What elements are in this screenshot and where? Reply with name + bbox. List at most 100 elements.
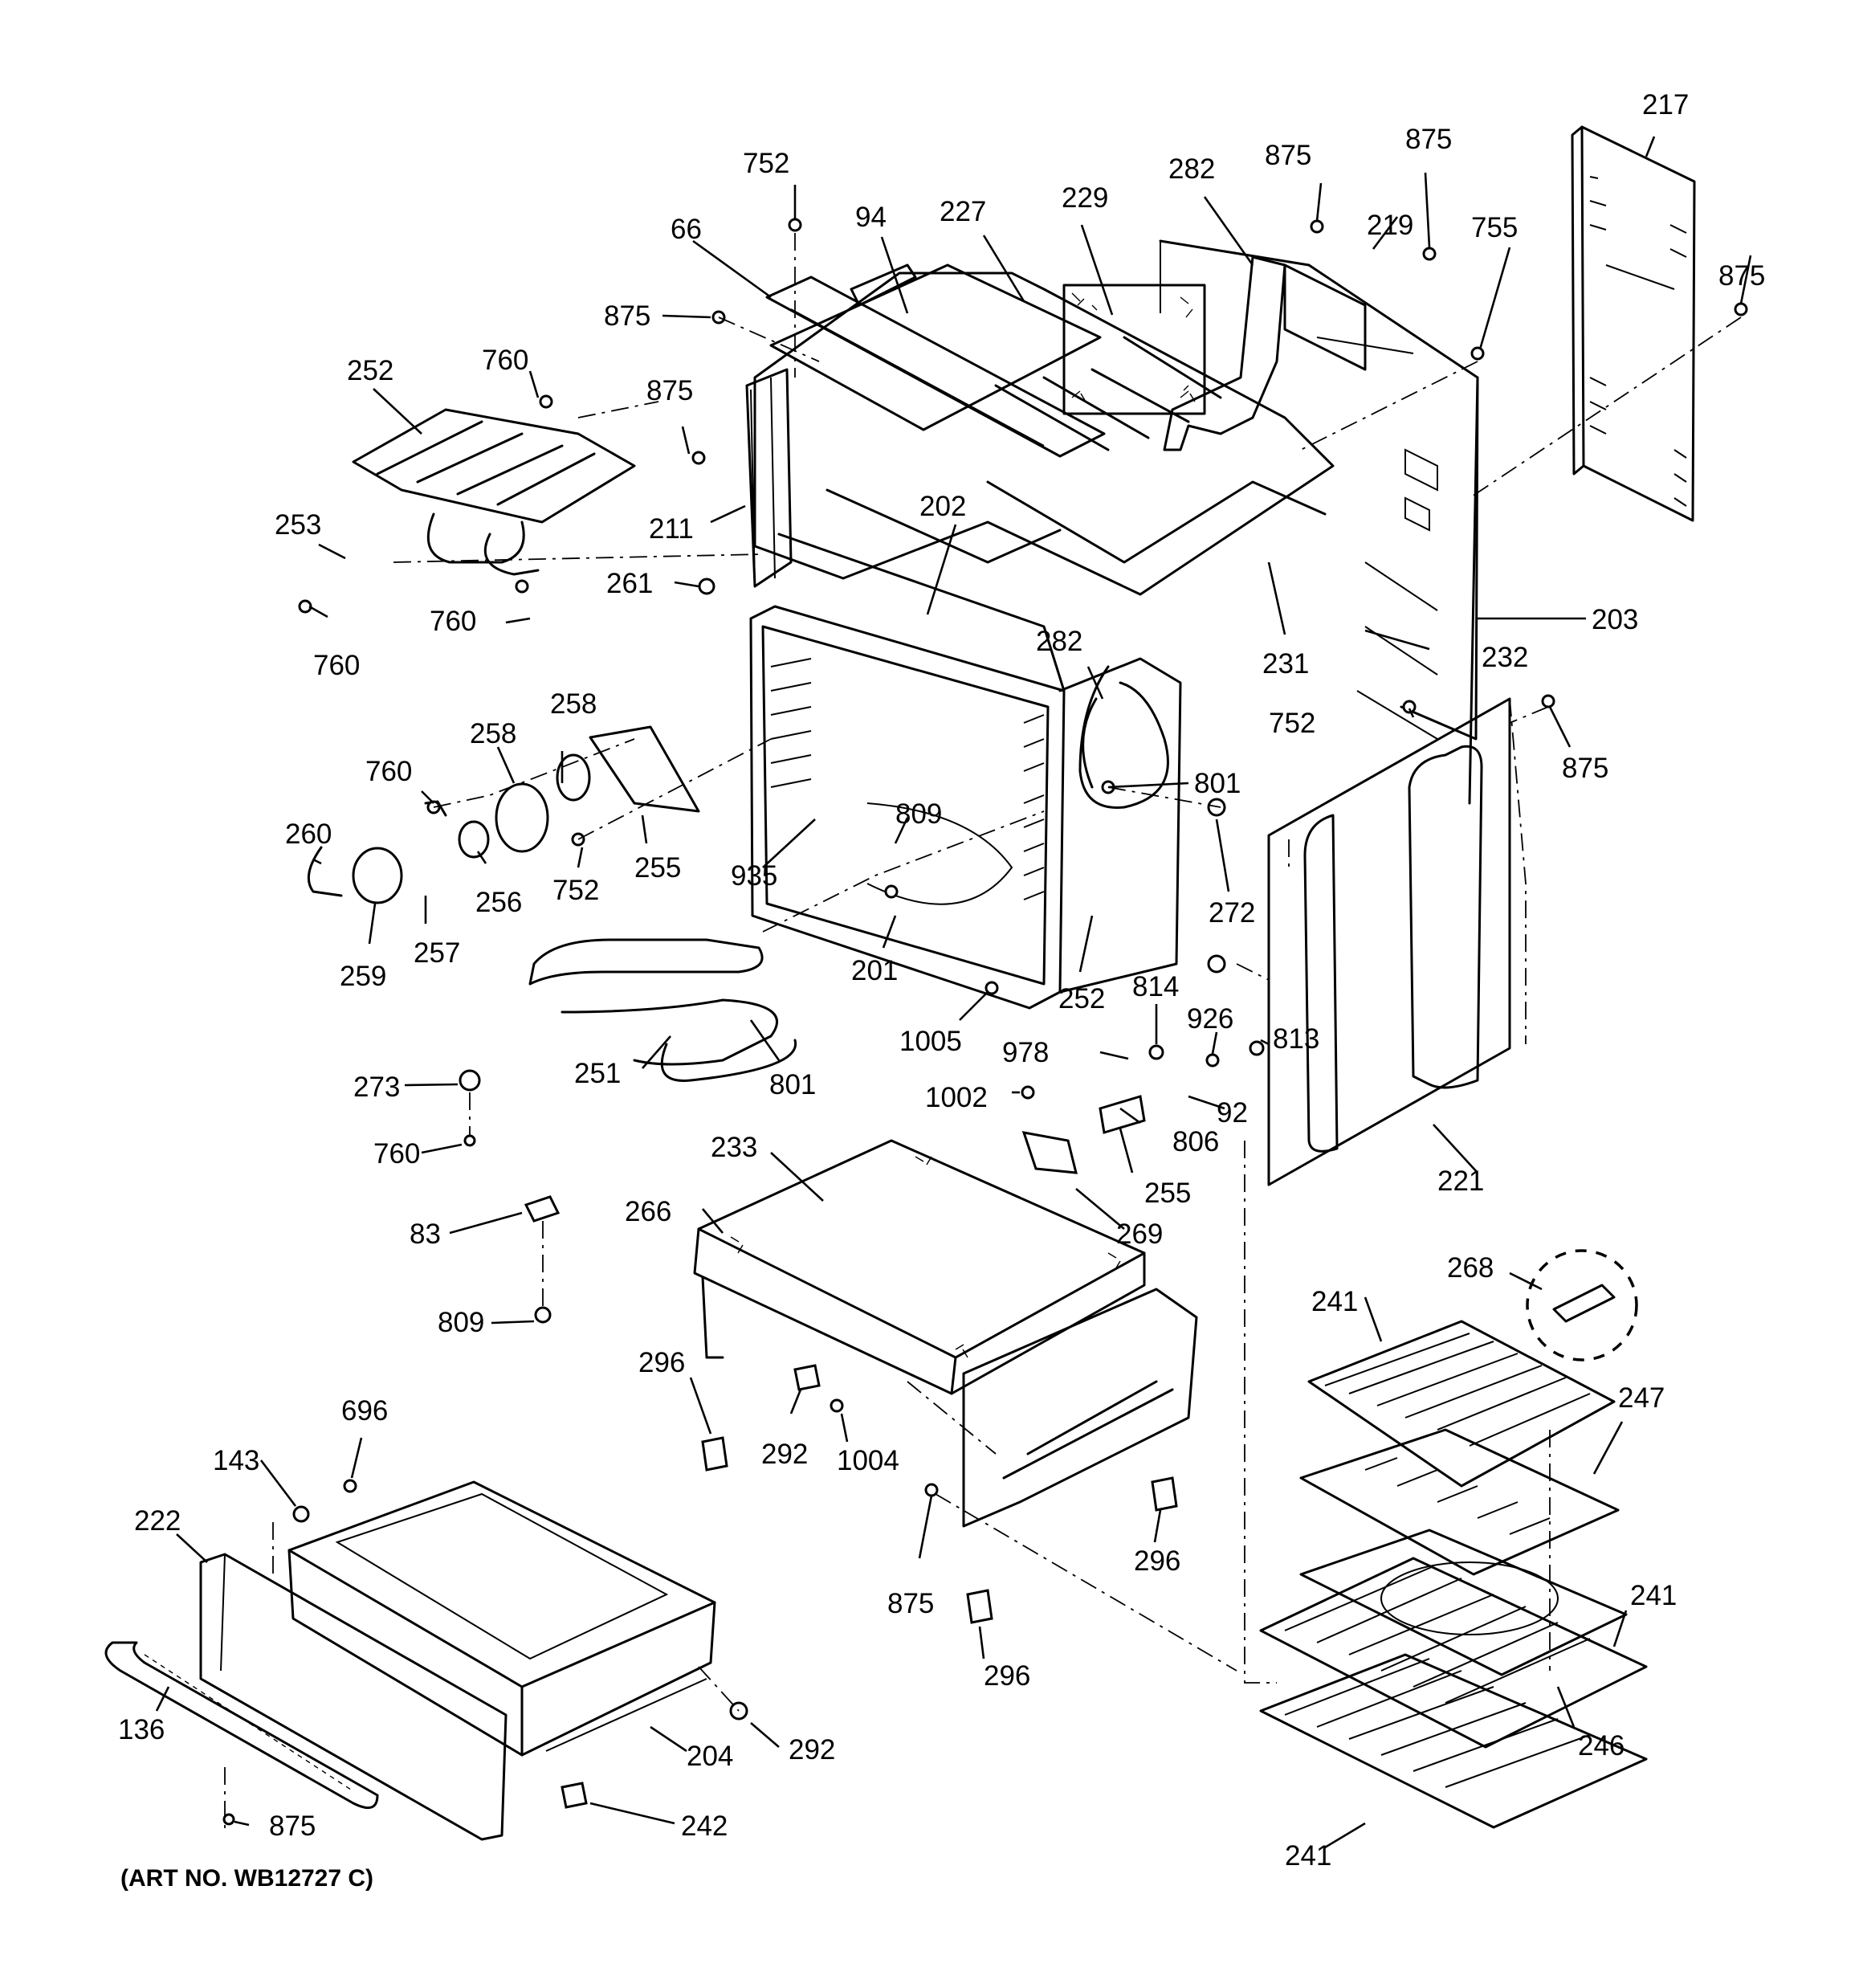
callout-204: 204 [687, 1741, 733, 1772]
callout-252a: 252 [347, 355, 393, 386]
callout-251: 251 [574, 1058, 621, 1089]
callout-211: 211 [649, 513, 694, 545]
callout-282a: 282 [1168, 153, 1215, 185]
callout-875f: 875 [1562, 753, 1608, 784]
callout-221: 221 [1437, 1165, 1484, 1197]
wire-harness-282 [1078, 665, 1169, 809]
callout-752a: 752 [743, 148, 789, 179]
callout-241c: 241 [1285, 1840, 1331, 1872]
callout-241a: 241 [1311, 1286, 1358, 1317]
drawer-front-222 [199, 1553, 508, 1841]
callout-809b: 809 [438, 1307, 484, 1338]
drawer-bay-266 [693, 1139, 1198, 1528]
callout-255a: 255 [634, 852, 681, 884]
frame-outline [1244, 698, 1527, 1684]
callout-1004: 1004 [837, 1445, 899, 1476]
callout-246: 246 [1578, 1730, 1625, 1761]
callout-755: 755 [1471, 212, 1518, 243]
callout-1002: 1002 [925, 1082, 988, 1113]
callout-814: 814 [1132, 971, 1179, 1002]
art-number-label: (ART NO. WB12727 C) [120, 1865, 374, 1892]
callout-926: 926 [1187, 1003, 1233, 1035]
callout-875d: 875 [604, 300, 650, 332]
callout-813: 813 [1273, 1023, 1319, 1055]
callout-92: 92 [1217, 1097, 1248, 1129]
callout-1005: 1005 [899, 1026, 962, 1057]
callout-266: 266 [625, 1196, 671, 1227]
callout-202: 202 [919, 491, 966, 522]
callout-231: 231 [1262, 648, 1309, 680]
callout-296a: 296 [638, 1347, 685, 1378]
callout-256: 256 [475, 887, 522, 918]
callout-875g: 875 [887, 1588, 934, 1619]
callout-760c: 760 [313, 650, 360, 681]
callout-217a: 217 [1642, 89, 1689, 120]
callout-247: 247 [1618, 1382, 1665, 1414]
storage-drawer-204 [287, 1480, 716, 1757]
callout-241b: 241 [1630, 1580, 1677, 1611]
callout-282b: 282 [1036, 626, 1082, 657]
callout-201: 201 [851, 955, 898, 986]
callout-273: 273 [353, 1072, 400, 1103]
callout-292a: 292 [761, 1439, 808, 1470]
callout-94: 94 [855, 202, 887, 233]
callout-232: 232 [1482, 642, 1528, 673]
callout-229: 229 [1062, 182, 1108, 214]
leader-dashed-drawer [224, 1522, 274, 1831]
callout-296c: 296 [984, 1660, 1030, 1692]
callout-258b: 258 [550, 688, 597, 720]
callout-253: 253 [275, 509, 321, 541]
side-panel-217 [1571, 125, 1696, 522]
callout-259: 259 [340, 961, 386, 992]
callout-272: 272 [1209, 897, 1255, 929]
oven-racks-241 [1259, 1320, 1648, 1829]
callout-292b: 292 [789, 1734, 835, 1766]
convection-parts [307, 725, 700, 904]
callout-222: 222 [134, 1505, 181, 1537]
light-cover-268 [1526, 1249, 1638, 1361]
callout-875c: 875 [1718, 260, 1765, 292]
callout-875h: 875 [269, 1810, 316, 1842]
callout-257: 257 [414, 937, 460, 969]
callout-219: 219 [1367, 210, 1413, 241]
top-assembly [753, 263, 1335, 596]
callout-801a: 801 [1194, 768, 1241, 799]
callout-252b: 252 [1058, 983, 1105, 1014]
callout-242: 242 [681, 1810, 728, 1842]
callout-260: 260 [285, 818, 332, 850]
callout-136: 136 [118, 1714, 165, 1745]
back-wall-203 [1159, 239, 1479, 805]
callout-268: 268 [1447, 1252, 1494, 1284]
callout-809a: 809 [895, 798, 942, 830]
callout-875e: 875 [646, 375, 693, 406]
oven-liner-201 [749, 533, 1182, 1010]
callout-296b: 296 [1134, 1545, 1180, 1577]
callout-760b: 760 [430, 606, 476, 637]
broil-element-252 [352, 408, 636, 576]
callout-233: 233 [711, 1132, 757, 1163]
callout-203: 203 [1592, 604, 1638, 635]
callout-760d: 760 [365, 756, 412, 787]
callout-801b: 801 [769, 1069, 816, 1100]
bracket-66 [765, 276, 1106, 458]
drawer-handle-136 [104, 1641, 379, 1810]
fasteners [222, 218, 1748, 1826]
callout-875a: 875 [1265, 140, 1311, 171]
callout-227: 227 [940, 196, 986, 227]
callout-978: 978 [1002, 1037, 1049, 1068]
callout-752b: 752 [1269, 708, 1315, 739]
vent-duct-282 [1163, 255, 1286, 451]
callout-760e: 760 [373, 1138, 420, 1170]
callout-labels: 217 875 875 282 219 755 875 752 94 227 2… [118, 89, 1765, 1872]
callout-806: 806 [1172, 1126, 1219, 1157]
callout-255b: 255 [1144, 1178, 1191, 1209]
door-panel-221 [1267, 697, 1511, 1186]
callout-83: 83 [410, 1219, 441, 1250]
callout-258a: 258 [470, 718, 516, 749]
leveling-legs [701, 1436, 1178, 1624]
callout-269: 269 [1116, 1219, 1163, 1250]
insulation-229 [1062, 284, 1206, 415]
broil-pan-247 [1299, 1428, 1628, 1676]
callout-261: 261 [606, 568, 653, 599]
